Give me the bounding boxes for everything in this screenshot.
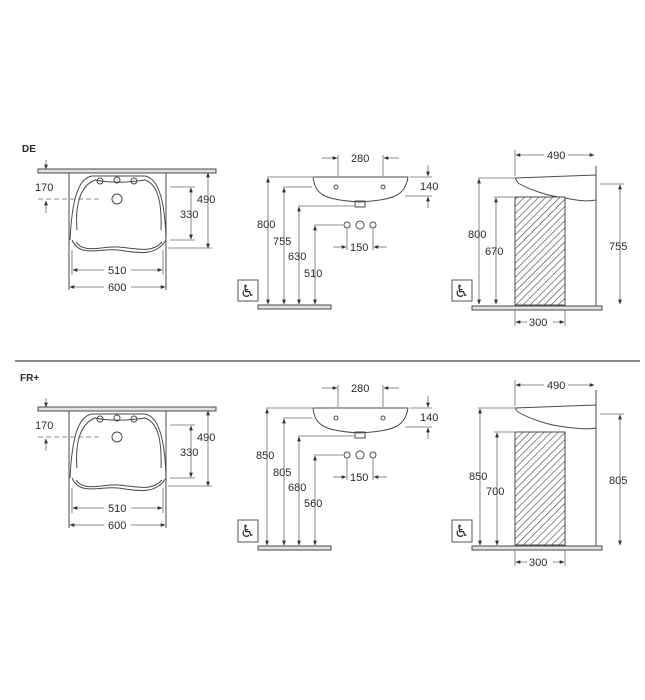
dim-wall-height: 755 — [609, 241, 627, 253]
tap-hole-icon — [96, 415, 104, 423]
wheelchair-accessible-icon — [451, 519, 473, 543]
dim-supply-height: 560 — [304, 498, 322, 510]
floor — [471, 305, 603, 311]
dim-projection: 490 — [547, 150, 565, 162]
wall-mount — [37, 168, 217, 174]
knee-clearance-zone — [514, 196, 566, 306]
dim-bowl-width: 510 — [108, 265, 126, 277]
dim-underside-height: 755 — [273, 236, 291, 248]
tap-hole-icon — [113, 414, 121, 422]
wheelchair-glyph: ♿ — [454, 522, 469, 542]
dim-rim-height: 800 — [257, 219, 275, 231]
wheelchair-accessible-icon — [237, 519, 259, 543]
dim-rim-height: 850 — [469, 471, 487, 483]
dim-setback: 170 — [35, 182, 53, 194]
dim-waste-height: 630 — [288, 251, 306, 263]
dim-supply-height: 510 — [304, 268, 322, 280]
dim-rim-height: 800 — [468, 229, 486, 241]
wheelchair-accessible-icon — [237, 279, 259, 302]
tap-hole-icon — [130, 415, 138, 423]
dim-knee-clearance: 700 — [486, 486, 504, 498]
profile-view-de: 490 800 670 755 300 ♿ — [451, 150, 627, 329]
tap-hole-icon — [130, 177, 138, 185]
dim-depth: 490 — [197, 432, 215, 444]
dim-width: 600 — [108, 520, 126, 532]
top-view-fr: 170 490 330 510 600 — [35, 398, 217, 532]
dim-projection: 490 — [547, 380, 565, 392]
top-view-de: 170 490 330 510 600 — [35, 160, 217, 294]
dim-rim-thickness: 140 — [420, 181, 438, 193]
dim-tap-spacing: 280 — [351, 383, 369, 395]
section-de: DE 170 490 330 — [22, 144, 627, 329]
wheelchair-glyph: ♿ — [454, 282, 469, 302]
dim-bowl-width: 510 — [108, 503, 126, 515]
section-label-de: DE — [22, 144, 36, 155]
wheelchair-accessible-icon — [451, 279, 473, 302]
wheelchair-glyph: ♿ — [240, 522, 255, 542]
dim-supply-spacing: 150 — [350, 242, 368, 254]
dim-wall-height: 805 — [609, 475, 627, 487]
floor — [257, 304, 332, 310]
dim-width: 600 — [108, 282, 126, 294]
dim-rim-height: 850 — [256, 450, 274, 462]
wheelchair-glyph: ♿ — [240, 282, 255, 302]
dim-waste-height: 680 — [288, 482, 306, 494]
dim-rim-thickness: 140 — [420, 412, 438, 424]
drain-icon — [111, 431, 123, 443]
profile-view-fr: 490 850 700 805 300 ♿ — [451, 380, 627, 569]
floor — [471, 545, 603, 551]
dim-bowl-depth: 330 — [180, 447, 198, 459]
knee-clearance-zone — [514, 431, 566, 546]
dim-setback: 170 — [35, 420, 53, 432]
dim-depth: 490 — [197, 194, 215, 206]
dim-tap-spacing: 280 — [351, 153, 369, 165]
dim-bowl-depth: 330 — [180, 209, 198, 221]
dim-clearance-width: 300 — [529, 317, 547, 329]
tap-hole-icon — [96, 177, 104, 185]
section-fr: FR+ 170 490 330 — [20, 373, 627, 569]
wall-mount — [37, 406, 217, 412]
side-view-fr: 280 140 850 805 680 560 150 ♿ — [237, 383, 438, 551]
floor — [257, 545, 332, 551]
side-view-de: 280 140 800 755 630 510 150 — [237, 153, 438, 310]
tap-hole-icon — [113, 176, 121, 184]
dim-supply-spacing: 150 — [350, 472, 368, 484]
dim-knee-clearance: 670 — [485, 246, 503, 258]
dim-underside-height: 805 — [273, 467, 291, 479]
dim-clearance-width: 300 — [529, 557, 547, 569]
section-label-fr: FR+ — [20, 373, 39, 384]
drain-icon — [111, 193, 123, 205]
